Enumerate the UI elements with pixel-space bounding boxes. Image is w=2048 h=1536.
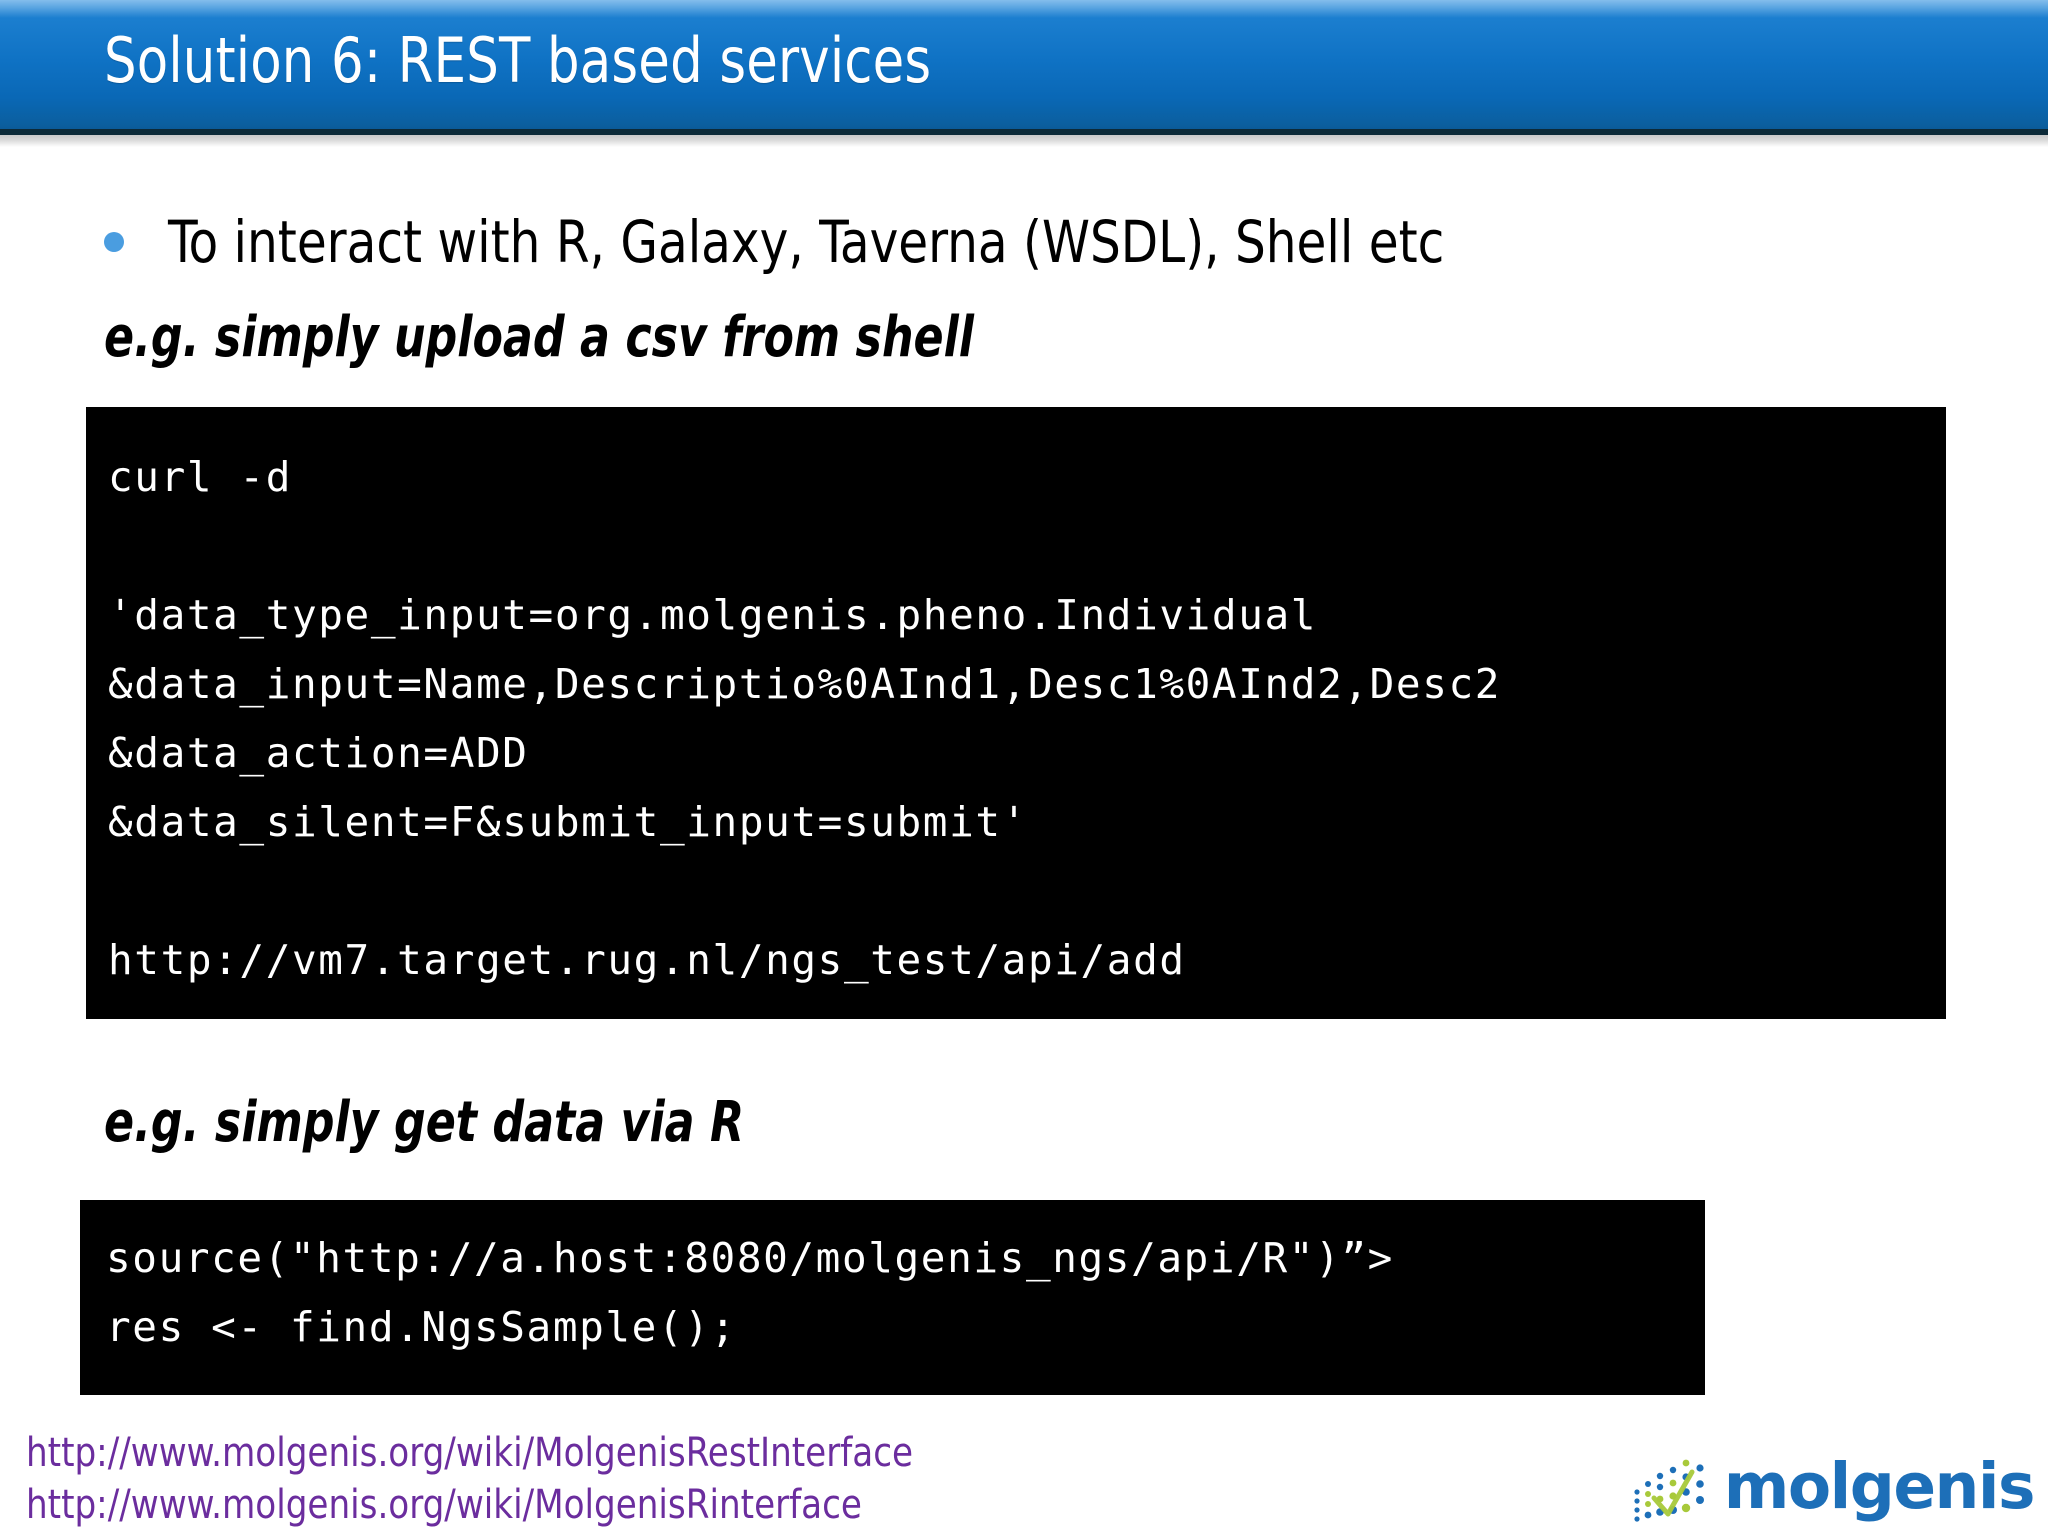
bullet-item: To interact with R, Galaxy, Taverna (WSD… [104,208,1540,276]
bullet-dot-icon [104,232,124,252]
caption-upload-csv: e.g. simply upload a csv from shell [104,305,974,370]
caption-get-data-r: e.g. simply get data via R [104,1090,745,1155]
code-line: 'data_type_input=org.molgenis.pheno.Indi… [108,591,1318,639]
code-line: http://vm7.target.rug.nl/ngs_test/api/ad… [108,936,1186,984]
footer-link-r-interface[interactable]: http://www.molgenis.org/wiki/MolgenisRin… [26,1482,862,1528]
code-line: &data_silent=F&submit_input=submit' [108,798,1028,846]
code-line: &data_action=ADD [108,729,529,777]
footer-link-rest-interface[interactable]: http://www.molgenis.org/wiki/MolgenisRes… [26,1430,914,1476]
code-line: &data_input=Name,Descriptio%0AInd1,Desc1… [108,660,1502,708]
molgenis-logo: molgenis [1630,1444,2036,1528]
page-title: Solution 6: REST based services [104,24,932,97]
code-block-curl: curl -d 'data_type_input=org.molgenis.ph… [86,407,1946,1019]
code-line: source("http://a.host:8080/molgenis_ngs/… [106,1234,1394,1282]
footer-link-list: http://www.molgenis.org/wiki/MolgenisRes… [26,1427,960,1531]
code-block-r: source("http://a.host:8080/molgenis_ngs/… [80,1200,1705,1395]
code-line: res <- find.NgsSample(); [106,1303,737,1351]
code-line: curl -d [108,453,292,501]
slide-title-bar: Solution 6: REST based services [0,0,2048,135]
code-line-blank [108,857,1946,926]
code-line-blank [108,512,1946,581]
title-bar-underline [0,135,2048,147]
molgenis-dots-icon [1634,1459,1704,1522]
title-bar-sheen [0,0,2048,18]
bullet-item-label: To interact with R, Galaxy, Taverna (WSD… [168,208,1445,276]
molgenis-wordmark: molgenis [1723,1449,2036,1523]
